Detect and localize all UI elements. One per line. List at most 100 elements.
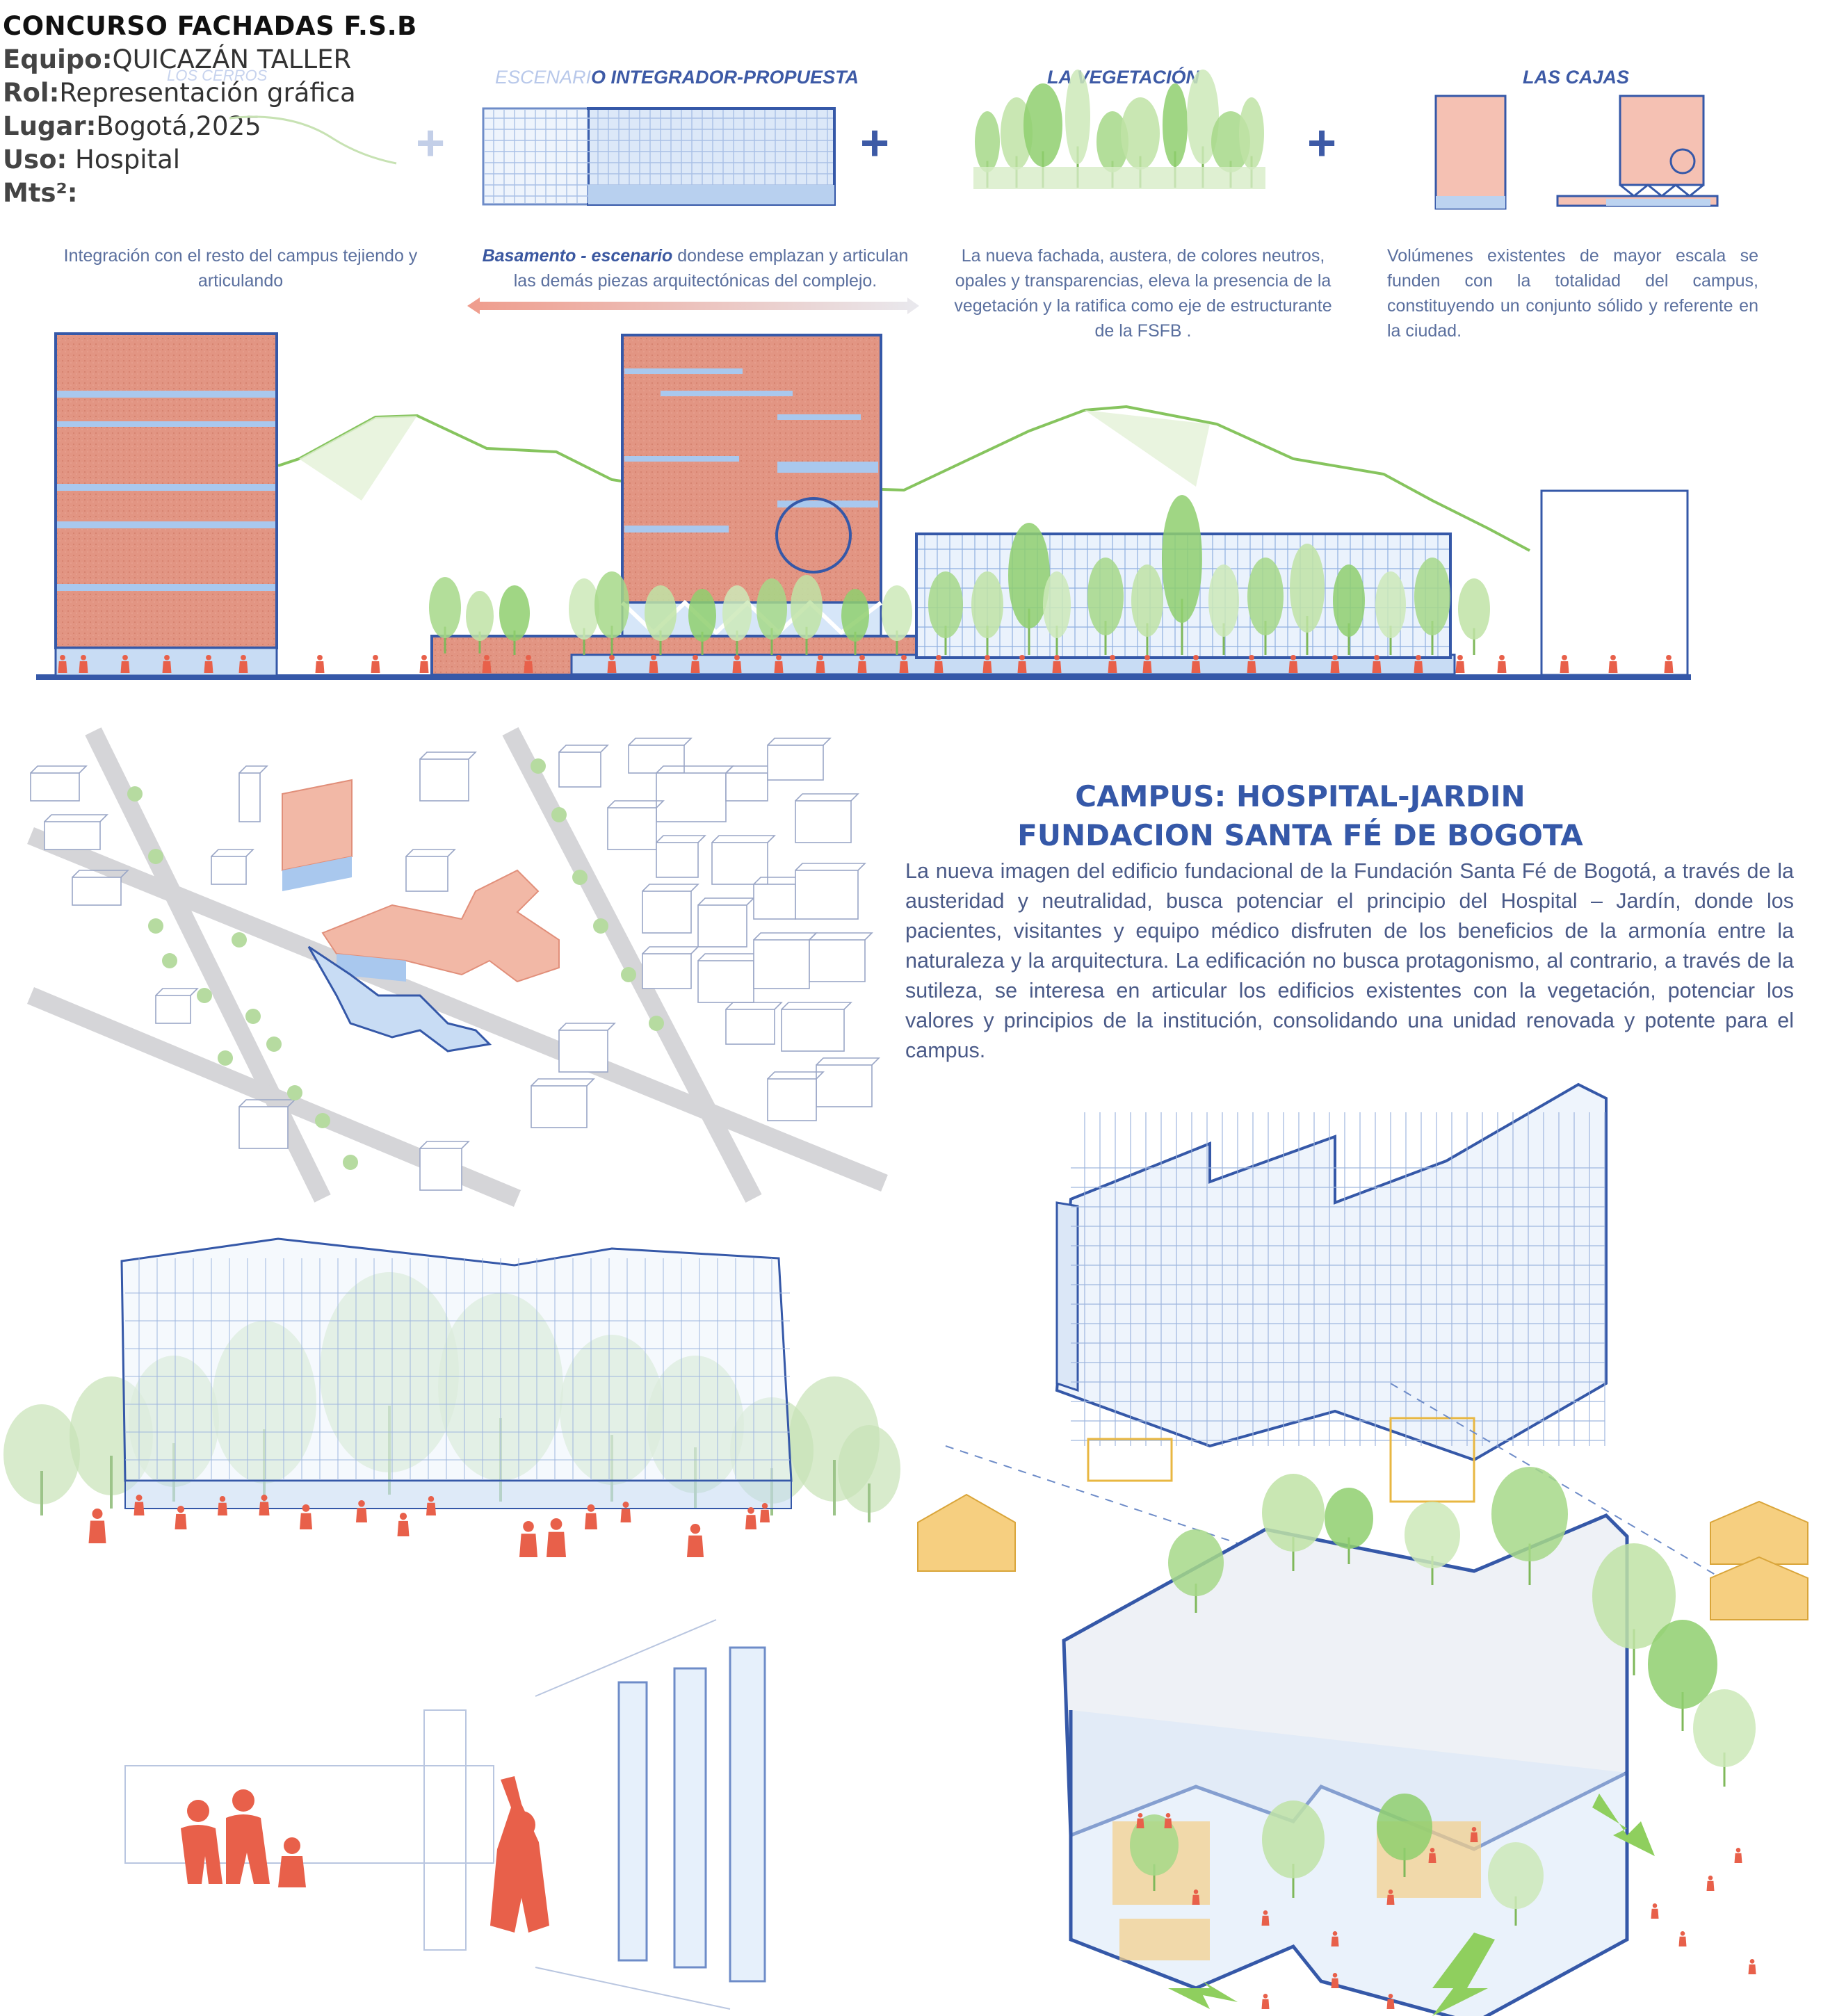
person-body bbox=[1017, 661, 1027, 673]
tree-icon bbox=[791, 575, 823, 639]
person-icon bbox=[1138, 1813, 1143, 1818]
project-title: CONCURSO FACHADAS F.S.B bbox=[3, 11, 417, 41]
person-body bbox=[371, 661, 380, 673]
person-icon bbox=[136, 1495, 143, 1501]
escenario-caption: Basamento - escenario dondese emplazan y… bbox=[473, 243, 918, 293]
site-block-top bbox=[809, 932, 873, 941]
tree-icon bbox=[531, 758, 546, 774]
tree-icon bbox=[1592, 1543, 1676, 1649]
person-icon bbox=[526, 655, 531, 660]
person-body bbox=[1052, 661, 1062, 673]
tree-icon bbox=[1131, 564, 1163, 637]
person-body bbox=[687, 1535, 704, 1557]
site-block bbox=[30, 772, 80, 802]
site-block-top bbox=[155, 988, 199, 996]
axo-trees bbox=[1130, 1467, 1756, 1926]
person-body bbox=[1678, 1936, 1687, 1946]
role-row: Rol:Representación gráfica bbox=[3, 76, 417, 110]
use-label: Uso: bbox=[3, 145, 67, 174]
person-icon bbox=[219, 1496, 226, 1502]
person-icon bbox=[622, 1502, 629, 1508]
tree-icon bbox=[197, 988, 212, 1003]
tree-icon bbox=[1087, 558, 1124, 635]
tree-icon bbox=[218, 1050, 233, 1066]
site-block-top bbox=[607, 800, 665, 808]
site-block bbox=[795, 800, 852, 843]
site-block bbox=[795, 870, 859, 920]
person-body bbox=[620, 1509, 631, 1522]
person-icon bbox=[421, 655, 427, 660]
tree-icon bbox=[594, 571, 629, 638]
facade-perspective bbox=[3, 1237, 900, 1557]
person-body bbox=[204, 661, 213, 673]
site-block-top bbox=[725, 1002, 783, 1010]
person-body bbox=[519, 1534, 537, 1557]
site-block-top bbox=[558, 1023, 616, 1031]
site-block-top bbox=[795, 863, 866, 871]
person-icon bbox=[206, 655, 211, 660]
interior-perspective bbox=[124, 1619, 766, 2010]
tree-icon bbox=[1065, 70, 1090, 164]
tree-icon bbox=[1262, 1474, 1325, 1552]
site-block bbox=[405, 856, 448, 892]
person-icon bbox=[241, 655, 246, 660]
person-icon bbox=[550, 1518, 563, 1530]
use-value: Hospital bbox=[67, 145, 181, 174]
escenario-caption-text: dondese emplazan y articulan las demás p… bbox=[513, 246, 909, 291]
person-icon bbox=[1749, 1959, 1755, 1964]
person-icon bbox=[693, 655, 698, 660]
person-icon bbox=[1165, 1813, 1171, 1818]
person-icon bbox=[1388, 1994, 1393, 1999]
tree-icon bbox=[232, 932, 247, 948]
campus-title-line2: FUNDACION SANTA FÉ DE BOGOTA bbox=[1017, 818, 1583, 852]
site-block bbox=[697, 904, 747, 948]
right-box bbox=[1540, 489, 1689, 676]
person-icon bbox=[1457, 655, 1463, 660]
escenario-title-faded: ESCENARI bbox=[495, 67, 592, 88]
person-icon bbox=[1332, 1931, 1338, 1936]
site-block bbox=[607, 807, 657, 850]
site-plan-axonometric bbox=[26, 726, 888, 1207]
person-body bbox=[899, 661, 909, 673]
person-icon bbox=[60, 655, 65, 660]
person-body bbox=[1288, 661, 1298, 673]
tree-icon bbox=[1208, 564, 1239, 637]
site-block-top bbox=[531, 1078, 595, 1087]
person-icon bbox=[1263, 1910, 1268, 1915]
site-block-top bbox=[781, 1002, 852, 1010]
person-icon bbox=[1144, 655, 1150, 660]
person-icon bbox=[81, 655, 86, 660]
tree-icon bbox=[1491, 1467, 1568, 1561]
person-icon bbox=[1193, 1889, 1199, 1894]
site-block-top bbox=[211, 849, 254, 857]
site-block bbox=[531, 1085, 588, 1128]
tree-icon bbox=[287, 1085, 302, 1100]
campus-title-line1: CAMPUS: HOSPITAL-JARDIN bbox=[1075, 779, 1525, 813]
role-label: Rol: bbox=[3, 78, 60, 108]
person-icon bbox=[818, 655, 823, 660]
person-icon bbox=[609, 655, 615, 660]
tree-icon bbox=[148, 918, 163, 934]
site-block-top bbox=[767, 1071, 825, 1080]
tree-icon bbox=[1043, 571, 1071, 638]
campus-description: La nueva imagen del edificio fundacional… bbox=[905, 859, 1794, 1062]
place-label: Lugar: bbox=[3, 111, 97, 141]
tree-icon bbox=[756, 578, 787, 640]
tree-icon bbox=[1262, 1800, 1325, 1878]
tree-icon bbox=[572, 870, 588, 885]
plus-icon: + bbox=[860, 115, 890, 171]
site-block-top bbox=[419, 1141, 470, 1149]
person-body bbox=[88, 1520, 106, 1543]
site-block bbox=[558, 1030, 608, 1073]
site-block bbox=[753, 939, 810, 989]
site-block-top bbox=[44, 814, 108, 822]
person-body bbox=[356, 1508, 367, 1522]
site-block-top bbox=[795, 793, 859, 802]
site-block bbox=[809, 939, 866, 982]
tree-icon bbox=[266, 1037, 282, 1052]
person-body bbox=[218, 1502, 227, 1515]
person-icon bbox=[261, 1495, 268, 1501]
tree-icon bbox=[1333, 564, 1365, 637]
tree-icon bbox=[1377, 1794, 1432, 1860]
escenario-title-main: O INTEGRADOR-PROPUESTA bbox=[591, 67, 859, 88]
